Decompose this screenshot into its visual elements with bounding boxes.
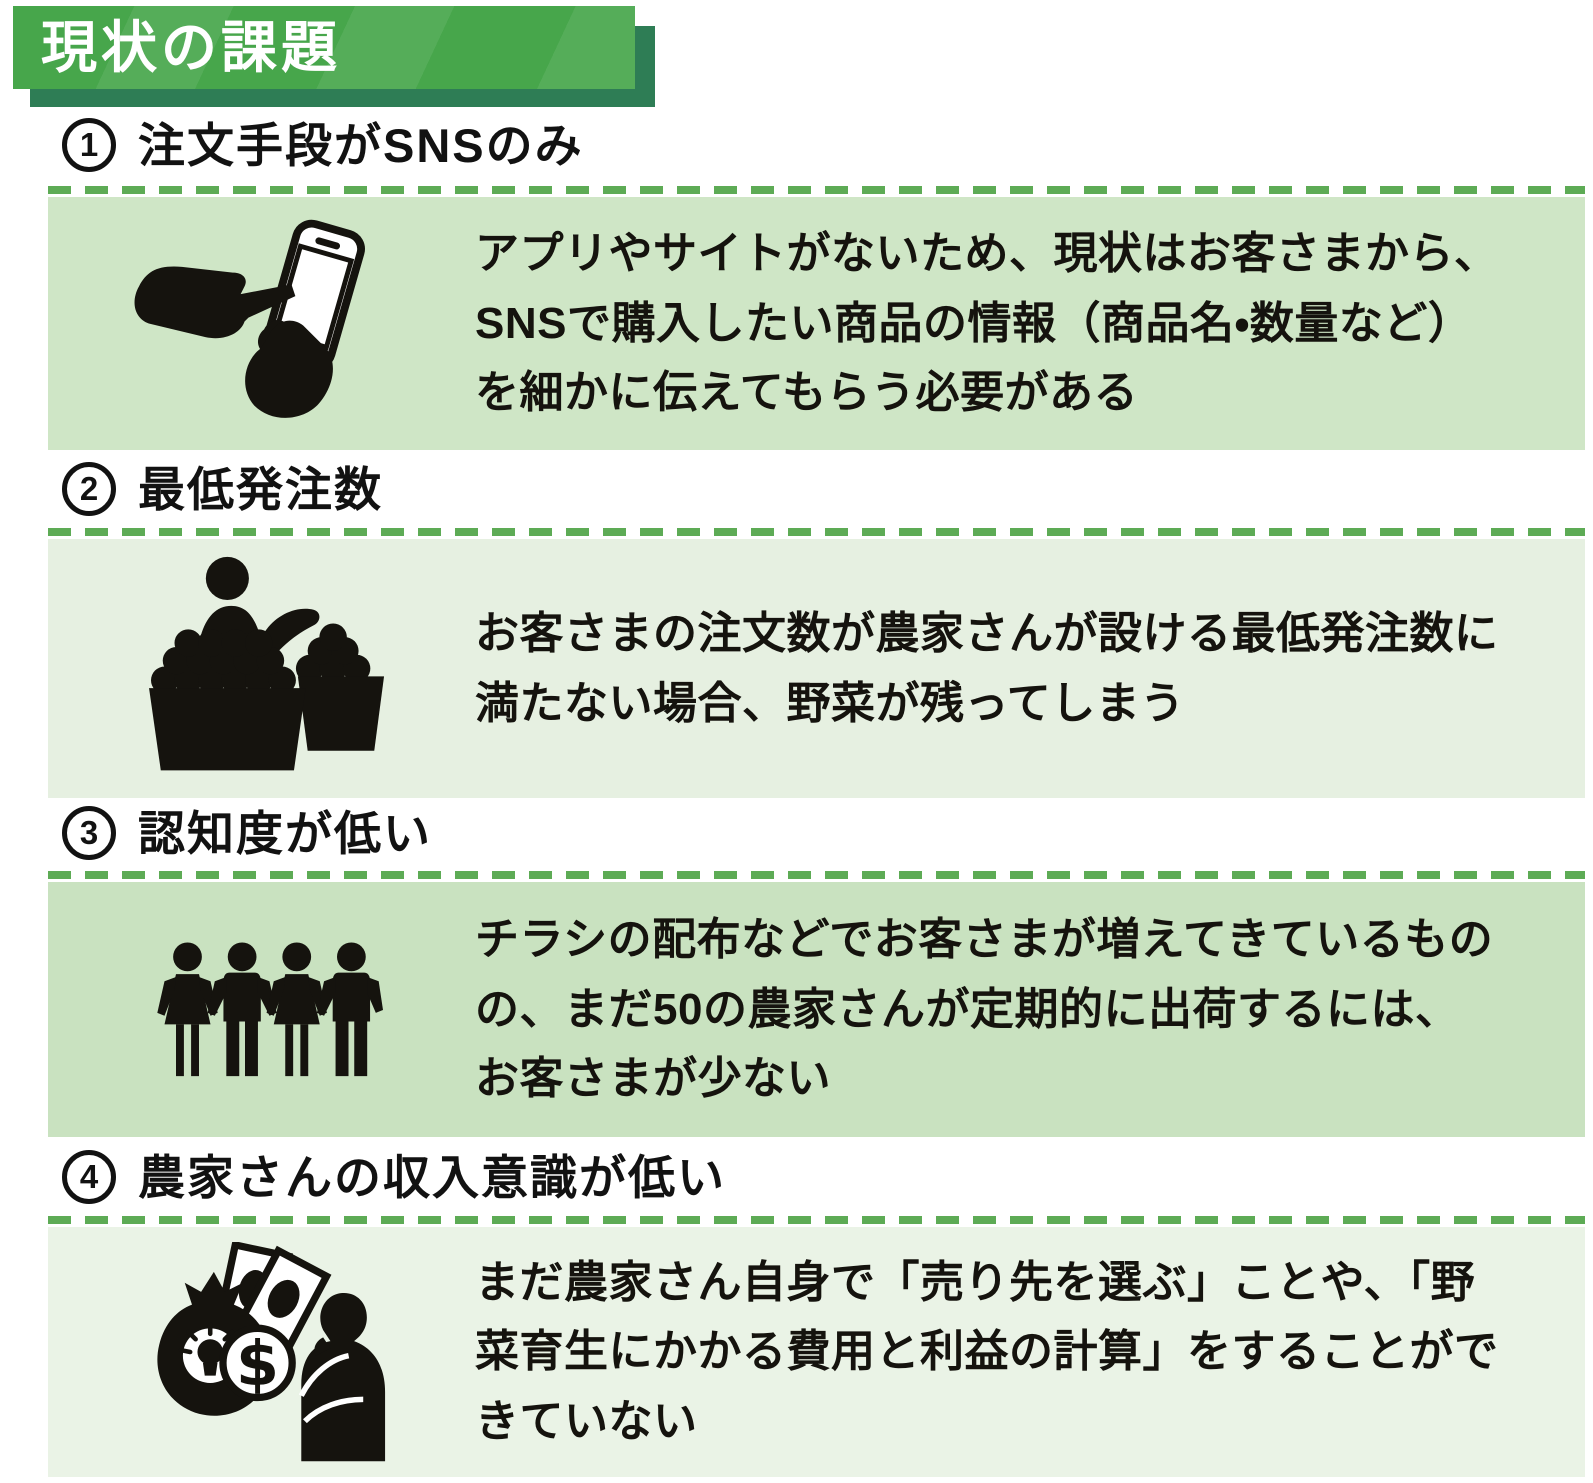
number-badge: 2 [62, 462, 116, 516]
section-income-awareness: 4 農家さんの収入意識が低い [0, 1144, 1593, 1477]
section-number: 1 [79, 126, 99, 163]
dashed-divider [48, 528, 1585, 536]
section-description: お客さまの注文数が農家さんが設ける最低発注数に 満たない場合、野菜が残ってしまう [475, 608, 1499, 728]
section-minimum-order: 2 最低発注数 お客さ [0, 456, 1593, 798]
people-group-icon [103, 938, 433, 1082]
section-title: 最低発注数 [138, 462, 383, 516]
section-header: 3 認知度が低い [62, 800, 1593, 866]
section-box: $ まだ農家さん自身で「売り先を選ぶ」ことや、「野 菜育生にかかる費用と利益の計… [48, 1216, 1585, 1477]
number-badge: 1 [62, 118, 116, 172]
svg-text:$: $ [236, 1328, 279, 1400]
number-badge: 4 [62, 1150, 116, 1204]
number-badge: 3 [62, 806, 116, 860]
dashed-divider [48, 186, 1585, 194]
section-title: 注文手段がSNSのみ [138, 118, 584, 172]
section-title: 農家さんの収入意識が低い [138, 1150, 726, 1204]
section-body: アプリやサイトがないため、現状はお客さまから、 SNSで購入したい商品の情報（商… [48, 197, 1585, 450]
section-order-method: 1 注文手段がSNSのみ アプリやサイトがないため、現状はお客さまから [0, 112, 1593, 450]
dashed-divider [48, 1216, 1585, 1224]
section-box: チラシの配布などでお客さまが増えてきているもの の、まだ50の農家さんが定期的に… [48, 871, 1585, 1137]
section-body: $ まだ農家さん自身で「売り先を選ぶ」ことや、「野 菜育生にかかる費用と利益の計… [48, 1227, 1585, 1477]
section-body: チラシの配布などでお客さまが増えてきているもの の、まだ50の農家さんが定期的に… [48, 882, 1585, 1137]
section-number: 2 [79, 470, 99, 507]
section-description: アプリやサイトがないため、現状はお客さまから、 SNSで購入したい商品の情報（商… [475, 229, 1499, 418]
section-description: まだ農家さん自身で「売り先を選ぶ」ことや、「野 菜育生にかかる費用と利益の計算」… [475, 1257, 1499, 1446]
title-banner: 現状の課題 [13, 6, 635, 89]
section-box: アプリやサイトがないため、現状はお客さまから、 SNSで購入したい商品の情報（商… [48, 186, 1585, 450]
section-header: 4 農家さんの収入意識が低い [62, 1144, 1593, 1210]
section-low-awareness: 3 認知度が低い [0, 800, 1593, 1137]
section-body: お客さまの注文数が農家さんが設ける最低発注数に 満たない場合、野菜が残ってしまう [48, 539, 1585, 798]
section-header: 2 最低発注数 [62, 456, 1593, 522]
section-header: 1 注文手段がSNSのみ [62, 112, 1593, 178]
section-title: 認知度が低い [138, 806, 432, 860]
produce-vendor-icon [103, 551, 433, 786]
page-title: 現状の課題 [41, 15, 341, 79]
section-number: 3 [79, 814, 99, 851]
section-description: チラシの配布などでお客さまが増えてきているもの の、まだ50の農家さんが定期的に… [475, 915, 1494, 1104]
section-number: 4 [79, 1158, 99, 1195]
dashed-divider [48, 871, 1585, 879]
money-thinking-icon: $ [103, 1242, 433, 1462]
section-box: お客さまの注文数が農家さんが設ける最低発注数に 満たない場合、野菜が残ってしまう [48, 528, 1585, 798]
phone-tap-icon [103, 216, 433, 431]
